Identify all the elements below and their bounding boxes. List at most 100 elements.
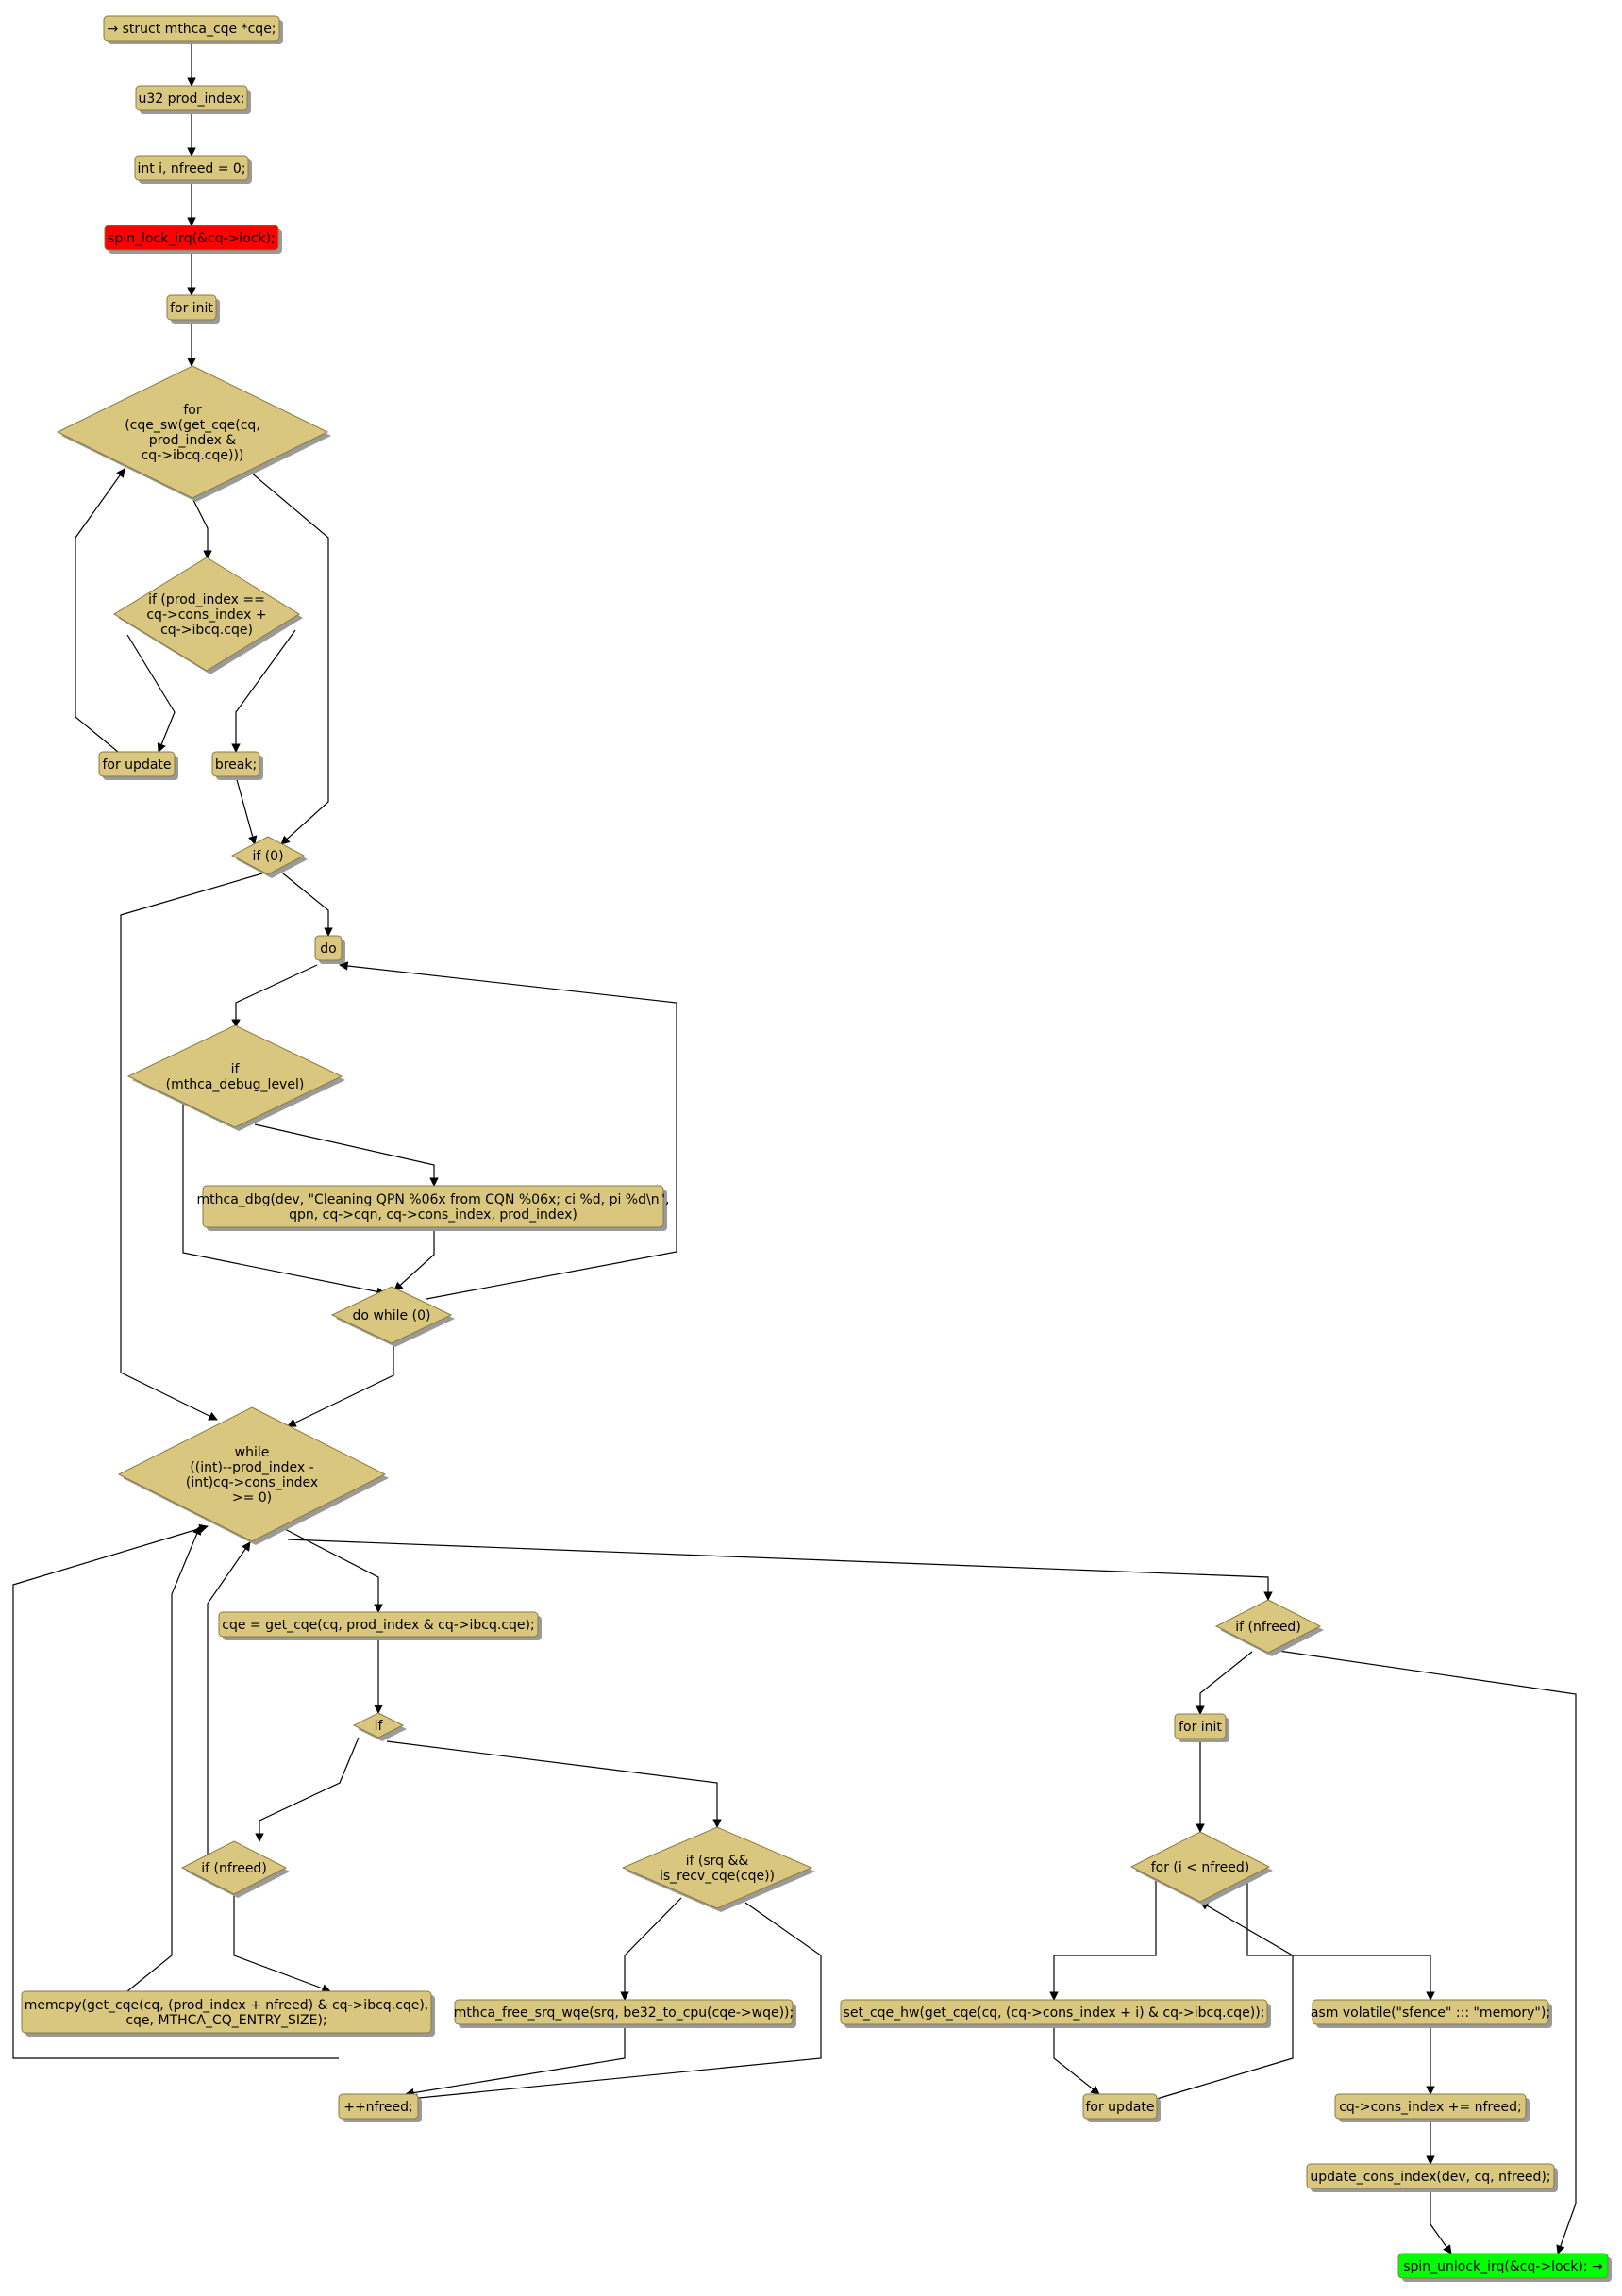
edge-n22-to-n15 xyxy=(12,1523,339,2059)
statement-node-n21: mthca_free_srq_wqe(srq, be32_to_cpu(cqe-… xyxy=(454,1999,796,2028)
edge-n8-to-n6 xyxy=(75,468,125,753)
node-label-line: spin_unlock_irq(&cq->lock); → xyxy=(1403,2259,1603,2274)
node-label-line: if (0) xyxy=(252,849,283,864)
statement-box xyxy=(1334,2093,1527,2120)
node-label-line: prod_index & xyxy=(149,433,237,448)
node-label-line: for update xyxy=(102,757,171,773)
edge-n18-to-n15 xyxy=(207,1541,251,1860)
node-label-line: ++nfreed; xyxy=(343,2100,413,2115)
node-label-line: cq->ibcq.cqe) xyxy=(160,623,253,638)
statement-node-n2: u32 prod_index; xyxy=(135,85,251,114)
decision-diamond xyxy=(330,1286,453,1344)
decision-diamond xyxy=(126,1024,343,1128)
statement-box xyxy=(98,751,176,777)
node-label-line: for xyxy=(183,403,201,418)
node-label-line: (mthca_debug_level) xyxy=(166,1077,305,1092)
node-label-line: spin_lock_irq(&cq->lock); xyxy=(108,231,276,246)
statement-node-n28: asm volatile("sfence" ::: "memory"); xyxy=(1311,1999,1552,2028)
decision-node-n23: if (nfreed) xyxy=(1214,1599,1324,1656)
node-label-line: for init xyxy=(170,301,213,316)
statement-node-n26: set_cqe_hw(get_cqe(cq, (cq->cons_index +… xyxy=(840,1999,1271,2028)
decision-diamond xyxy=(230,836,306,875)
statement-box xyxy=(1306,2163,1555,2189)
statement-node-n1: → struct mthca_cqe *cqe; xyxy=(103,15,283,44)
node-label-line: (cqe_sw(get_cqe(cq, xyxy=(125,418,260,433)
edge-n6-to-n7 xyxy=(192,499,212,559)
node-label-line: (int)cq->cons_index xyxy=(186,1475,318,1490)
node-label-line: ((int)--prod_index - xyxy=(190,1460,313,1475)
edge-n19-to-n21 xyxy=(620,1897,682,2001)
decision-diamond xyxy=(621,1826,813,1909)
node-label-line: mthca_free_srq_wqe(srq, be32_to_cpu(cqe-… xyxy=(454,2005,794,2021)
statement-box xyxy=(103,15,280,42)
edge-n21-to-n22 xyxy=(405,2024,626,2098)
statement-node-n3: int i, nfreed = 0; xyxy=(134,155,252,184)
edge-n14-to-n15 xyxy=(287,1343,394,1427)
edge-n10-to-n15 xyxy=(120,873,263,1421)
statement-box xyxy=(211,751,260,777)
node-label-line: set_cqe_hw(get_cqe(cq, (cq->cons_index +… xyxy=(844,2005,1265,2021)
edge-n25-to-n26 xyxy=(1049,1879,1157,2001)
edge-n27-to-n25 xyxy=(1156,1901,1294,2100)
node-label-line: >= 0) xyxy=(232,1490,272,1506)
statement-box xyxy=(166,294,217,321)
node-label-line: if xyxy=(375,1719,384,1734)
node-label-line: update_cons_index(dev, cq, nfreed); xyxy=(1310,2170,1550,2185)
node-label-line: if (nfreed) xyxy=(1235,1620,1301,1635)
node-label-line: cqe, MTHCA_CQ_ENTRY_SIZE); xyxy=(125,2013,326,2028)
statement-box xyxy=(21,1990,432,2034)
edge-n10-to-n11 xyxy=(282,873,333,937)
decision-diamond xyxy=(113,557,300,672)
edge-n30-to-n31 xyxy=(1430,2188,1452,2254)
node-label-line: for init xyxy=(1179,1720,1222,1735)
edge-n20-to-n15 xyxy=(126,1525,202,1992)
node-label-line: → struct mthca_cqe *cqe; xyxy=(107,22,276,37)
node-label-line: u32 prod_index; xyxy=(139,92,245,107)
edge-n23-to-n31 xyxy=(1278,1650,1577,2254)
statement-node-n27: for update xyxy=(1082,2093,1161,2122)
node-label-line: mthca_dbg(dev, "Cleaning QPN %06x from C… xyxy=(197,1192,670,1207)
statement-node-n11: do xyxy=(314,935,345,964)
node-label-line: cq->cons_index += nfreed; xyxy=(1339,2100,1522,2115)
decision-node-n17: if xyxy=(352,1712,407,1741)
edge-n7-to-n8 xyxy=(126,634,176,753)
statement-box xyxy=(1397,2253,1609,2279)
edge-n15-to-n16 xyxy=(282,1527,383,1613)
edge-n6-to-n10 xyxy=(249,471,329,845)
node-label-line: cq->cons_index + xyxy=(146,607,266,623)
node-label-line: cqe = get_cqe(cq, prod_index & cq->ibcq.… xyxy=(222,1618,534,1633)
edge-n15-to-n23 xyxy=(287,1539,1273,1601)
statement-node-n9: break; xyxy=(211,751,263,780)
edge-n11-to-n12 xyxy=(231,964,318,1028)
statement-box xyxy=(1312,1999,1549,2025)
edge-n23-to-n24 xyxy=(1196,1651,1253,1715)
statement-box xyxy=(454,1999,794,2025)
node-label-line: do while (0) xyxy=(353,1308,431,1323)
node-label-line: asm volatile("sfence" ::: "memory"); xyxy=(1311,2005,1550,2021)
statement-box xyxy=(104,225,279,251)
statement-box xyxy=(202,1185,664,1228)
decision-node-n19: if (srq &&is_recv_cqe(cqe)) xyxy=(621,1826,815,1912)
statement-box xyxy=(314,935,343,961)
node-label-line: qpn, cq->cqn, cq->cons_index, prod_index… xyxy=(289,1207,577,1223)
node-label-line: int i, nfreed = 0; xyxy=(137,161,245,176)
statement-node-n29: cq->cons_index += nfreed; xyxy=(1334,2093,1530,2122)
statement-box xyxy=(338,2093,419,2120)
node-label-line: do xyxy=(320,941,336,957)
edge-n17-to-n19 xyxy=(386,1740,722,1828)
edge-n12-to-n13 xyxy=(254,1123,439,1187)
statement-box xyxy=(218,1611,539,1638)
statement-node-n20: memcpy(get_cqe(cq, (prod_index + nfreed)… xyxy=(21,1990,435,2037)
statement-box xyxy=(1174,1713,1227,1739)
statement-box xyxy=(134,155,249,181)
statement-box xyxy=(1082,2093,1158,2120)
decision-node-n6: for(cqe_sw(get_cqe(cq,prod_index &cq->ib… xyxy=(56,365,331,502)
decision-diamond xyxy=(180,1840,288,1895)
node-label-line: for update xyxy=(1085,2100,1154,2115)
edge-n17-to-n18 xyxy=(255,1737,360,1842)
node-label-line: while xyxy=(235,1445,270,1460)
statement-node-n13: mthca_dbg(dev, "Cleaning QPN %06x from C… xyxy=(197,1185,670,1231)
decision-diamond xyxy=(1129,1831,1271,1903)
nodes: → struct mthca_cqe *cqe; u32 prod_index;i… xyxy=(21,15,1612,2282)
